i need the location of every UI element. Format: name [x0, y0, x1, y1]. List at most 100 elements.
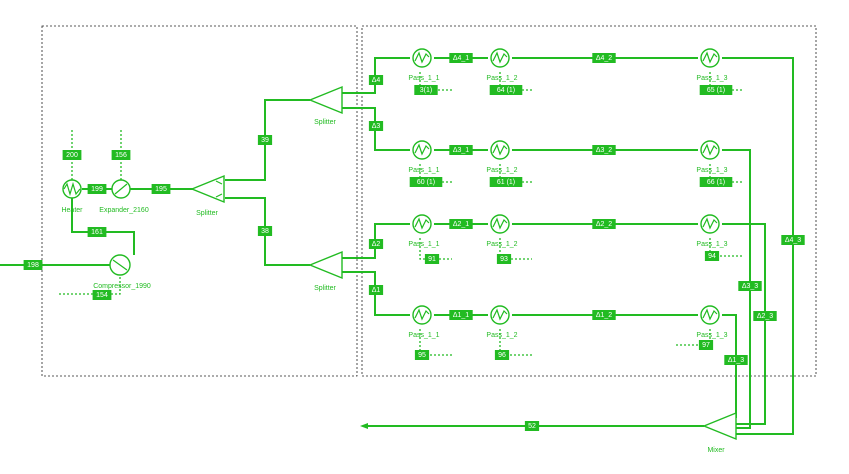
compressor-unit[interactable]: Compressor_1990: [93, 254, 151, 290]
stream-tag-label: 65 (1): [707, 87, 725, 94]
stream-tag-s198[interactable]: 198: [23, 260, 43, 270]
stream-tag-s195[interactable]: 195: [151, 184, 171, 194]
stream-tag-q-r3-1[interactable]: 91: [424, 254, 440, 264]
stream-tag-a2-3[interactable]: Δ2_3: [753, 311, 777, 321]
stream-tag-a2-1[interactable]: Δ2_1: [449, 219, 473, 229]
main-splitter-unit[interactable]: Splitter: [190, 174, 225, 217]
stream-tag-label: 95: [418, 352, 426, 359]
pass-heater-r3-c2[interactable]: Pass_1_2: [486, 214, 518, 248]
stream-tag-s199[interactable]: 199: [87, 184, 107, 194]
pass-label: Pass_1_3: [696, 75, 727, 82]
stream-tag-label: Δ2_3: [757, 313, 773, 320]
stream-tag-label: 38: [261, 228, 269, 235]
stream-tag-label: 60 (1): [417, 179, 435, 186]
stream-tag-q-r1-3[interactable]: 65 (1): [699, 85, 733, 95]
compressor-label: Compressor_1990: [93, 283, 151, 290]
stream-tag-q-r3-2[interactable]: 93: [496, 254, 512, 264]
stream-tag-label: Δ2: [372, 241, 381, 248]
stream-tag-label: 64 (1): [497, 87, 515, 94]
pass-heater-r4-c3[interactable]: Pass_1_3: [696, 305, 728, 339]
pass-heater-r2-c3[interactable]: Pass_1_3: [696, 140, 728, 174]
stream-tag-label: 52: [528, 423, 536, 430]
stream-tag-a3[interactable]: Δ3: [368, 121, 384, 131]
main-splitter-label: Splitter: [196, 210, 218, 217]
heater-label: Heater: [61, 207, 83, 214]
pass-heater-r1-c1[interactable]: Pass_1_1: [408, 48, 440, 82]
pass-label: Pass_1_2: [486, 75, 517, 82]
stream-tag-label: 3(1): [420, 87, 432, 94]
pass-heater-r3-c3[interactable]: Pass_1_3: [696, 214, 728, 248]
heater-unit[interactable]: Heater: [61, 179, 83, 214]
stream-tag-label: Δ1: [372, 287, 381, 294]
pass-label: Pass_1_1: [408, 167, 439, 174]
stream-tag-q-r4-1[interactable]: 95: [414, 350, 430, 360]
stream-tag-label: 156: [115, 152, 127, 159]
pass-heater-r1-c3[interactable]: Pass_1_3: [696, 48, 728, 82]
stream-tag-s154[interactable]: 154: [92, 290, 112, 300]
expander-label: Expander_2160: [99, 207, 149, 214]
stream-tag-a3-1[interactable]: Δ3_1: [449, 145, 473, 155]
expander-unit[interactable]: Expander_2160: [99, 179, 149, 214]
stream-tag-q-r1-2[interactable]: 64 (1): [489, 85, 523, 95]
stream-tag-a2[interactable]: Δ2: [368, 239, 384, 249]
pass-label: Pass_1_2: [486, 241, 517, 248]
stream-tag-a4-2[interactable]: Δ4_2: [592, 53, 616, 63]
stream-tag-q-r2-2[interactable]: 61 (1): [489, 177, 523, 187]
stream-tag-s161[interactable]: 161: [87, 227, 107, 237]
stream-tag-a1-3[interactable]: Δ1_3: [724, 355, 748, 365]
pass-label: Pass_1_3: [696, 332, 727, 339]
top-splitter-unit[interactable]: Splitter: [308, 85, 343, 126]
bottom-splitter-label: Splitter: [314, 285, 336, 292]
mixer-unit[interactable]: Mixer: [702, 411, 737, 454]
stream-tag-a4-1[interactable]: Δ4_1: [449, 53, 473, 63]
stream-tag-label: 94: [708, 253, 716, 260]
stream-tag-label: Δ3_1: [453, 147, 469, 154]
left-subflowsheet-boundary: [41, 25, 358, 377]
stream-tag-a2-2[interactable]: Δ2_2: [592, 219, 616, 229]
stream-tag-label: 154: [96, 292, 108, 299]
stream-tag-s200[interactable]: 200: [62, 150, 82, 160]
stream-tag-a3-2[interactable]: Δ3_2: [592, 145, 616, 155]
stream-tag-s38[interactable]: 38: [257, 226, 273, 236]
stream-tag-a1-2[interactable]: Δ1_2: [592, 310, 616, 320]
pass-heater-r4-c2[interactable]: Pass_1_2: [486, 305, 518, 339]
pass-label: Pass_1_1: [408, 75, 439, 82]
pass-heater-r3-c1[interactable]: Pass_1_1: [408, 214, 440, 248]
stream-tag-label: Δ2_1: [453, 221, 469, 228]
product-arrow-icon: [360, 423, 368, 429]
stream-tag-label: Δ2_2: [596, 221, 612, 228]
stream-tag-s39[interactable]: 39: [257, 135, 273, 145]
pass-heater-r1-c2[interactable]: Pass_1_2: [486, 48, 518, 82]
stream-tag-a4[interactable]: Δ4: [368, 75, 384, 85]
stream-tag-label: 39: [261, 137, 269, 144]
stream-tag-label: Δ3: [372, 123, 381, 130]
bottom-splitter-unit[interactable]: Splitter: [308, 250, 343, 292]
stream-tag-q-r1-1[interactable]: 3(1): [414, 85, 438, 95]
stream-tag-label: 200: [66, 152, 78, 159]
stream-tag-q-r3-3[interactable]: 94: [704, 251, 720, 261]
stream-tag-label: 96: [498, 352, 506, 359]
stream-tag-s52[interactable]: 52: [524, 421, 540, 431]
stream-tag-a3-3[interactable]: Δ3_3: [738, 281, 762, 291]
stream-tag-q-r2-3[interactable]: 66 (1): [699, 177, 733, 187]
stream-tag-a1[interactable]: Δ1: [368, 285, 384, 295]
pass-heater-r2-c1[interactable]: Pass_1_1: [408, 140, 440, 174]
stream-tag-label: 199: [91, 186, 103, 193]
stream-tag-a1-1[interactable]: Δ1_1: [449, 310, 473, 320]
stream-tag-label: 195: [155, 186, 167, 193]
stream-tag-q-r4-2[interactable]: 96: [494, 350, 510, 360]
stream-tag-a4-3[interactable]: Δ4_3: [781, 235, 805, 245]
stream-tag-label: 198: [27, 262, 39, 269]
top-splitter-label: Splitter: [314, 119, 336, 126]
left-stream-lines: [0, 99, 310, 295]
stream-tag-label: 93: [500, 256, 508, 263]
stream-tag-s156[interactable]: 156: [111, 150, 131, 160]
pass-heater-r4-c1[interactable]: Pass_1_1: [408, 305, 440, 339]
stream-tag-q-r4-3[interactable]: 97: [698, 340, 714, 350]
stream-tag-label: Δ4: [372, 77, 381, 84]
pass-heater-r2-c2[interactable]: Pass_1_2: [486, 140, 518, 174]
mixer-label: Mixer: [707, 447, 725, 454]
stream-tag-q-r2-1[interactable]: 60 (1): [409, 177, 443, 187]
